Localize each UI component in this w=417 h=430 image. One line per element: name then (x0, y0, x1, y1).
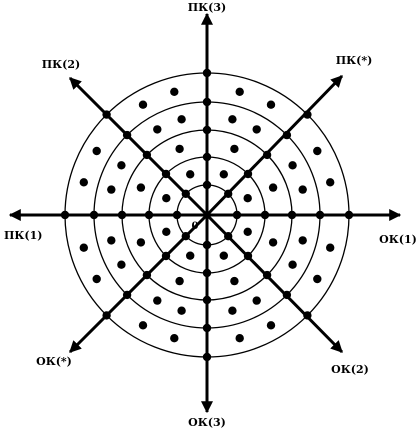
scatter-dot (162, 227, 171, 236)
scatter-dot (313, 146, 322, 156)
axis-dot (181, 189, 190, 198)
scatter-dot (326, 243, 335, 252)
scatter-dot (228, 306, 237, 315)
axis-dot (344, 210, 354, 220)
scatter-dot (177, 306, 186, 315)
axis-dot (117, 210, 127, 220)
scatter-dot (298, 236, 307, 245)
axis-dot (202, 97, 212, 107)
scatter-dot (298, 185, 307, 194)
label-left: ПК(1) (4, 229, 42, 242)
label-right: ОК(1) (379, 233, 417, 246)
scatter-dot (79, 243, 89, 252)
scatter-dot (136, 238, 146, 247)
label-down: ОК(3) (188, 416, 226, 429)
scatter-dot (92, 274, 101, 284)
scatter-dot (228, 115, 237, 124)
scatter-dot (230, 276, 239, 286)
label-up: ПК(3) (188, 1, 226, 14)
scatter-dot (252, 125, 261, 134)
scatter-dot (170, 334, 179, 343)
axis-dot (262, 270, 272, 280)
scatter-dot (175, 276, 184, 286)
scatter-dot (117, 161, 126, 170)
axis-dot (315, 210, 325, 220)
axis-dot (202, 295, 212, 305)
axis-dot (142, 150, 152, 160)
scatter-dot (235, 334, 244, 343)
scatter-dot (138, 321, 148, 330)
axis-dot (224, 232, 233, 241)
axis-dot (202, 323, 212, 333)
origin-label: 0 (192, 221, 199, 232)
axis-dot (202, 152, 212, 162)
scatter-dot (153, 296, 162, 305)
label-down-right: ОК(2) (331, 363, 369, 376)
scatter-dot (326, 178, 335, 187)
scatter-dot (186, 170, 195, 179)
axis-dot (102, 110, 111, 119)
scatter-dot (136, 183, 146, 192)
axis-dot (181, 232, 190, 241)
axis-dot (161, 169, 171, 179)
scatter-dot (107, 236, 116, 245)
scatter-dot (243, 194, 252, 203)
scatter-dot (313, 274, 322, 284)
label-up-left: ПК(2) (42, 58, 80, 71)
scatter-dot (268, 183, 278, 192)
scatter-dot (170, 87, 179, 97)
scatter-dot (107, 185, 116, 194)
scatter-dot (235, 87, 244, 97)
axis-dot (89, 210, 99, 220)
scatter-dot (266, 100, 276, 109)
dots (60, 68, 354, 362)
axis-dot (202, 180, 212, 190)
scatter-dot (138, 100, 148, 109)
axis-dot (202, 268, 212, 278)
axis-dot (282, 130, 292, 140)
axis-dot (172, 210, 182, 220)
scatter-dot (268, 238, 278, 247)
scatter-dot (92, 146, 101, 156)
axis-dot (202, 68, 212, 78)
axis-dot (260, 210, 270, 220)
axis-dot (243, 251, 253, 261)
axis-dot (303, 110, 312, 119)
scatter-dot (288, 260, 297, 269)
axis-dot (122, 290, 132, 300)
scatter-dot (162, 194, 171, 203)
axis-dot (224, 189, 233, 198)
axis-dot (232, 210, 242, 220)
scatter-dot (230, 144, 239, 154)
axis-dot (202, 125, 212, 135)
axis-dot (262, 150, 272, 160)
axis-dot (202, 240, 212, 250)
scatter-dot (219, 170, 228, 179)
axis-dot (202, 352, 212, 362)
scatter-dot (219, 251, 228, 260)
scatter-dot (252, 296, 261, 305)
axis-dot (122, 130, 132, 140)
axis-dot (142, 270, 152, 280)
scatter-dot (266, 321, 276, 330)
label-down-left: ОК(*) (36, 355, 72, 368)
axis-dot (144, 210, 154, 220)
scatter-dot (175, 144, 184, 154)
axis-dot (102, 311, 111, 320)
scatter-dot (288, 161, 297, 170)
scatter-dot (117, 260, 126, 269)
scatter-dot (243, 227, 252, 236)
scatter-dot (153, 125, 162, 134)
axis-dot (287, 210, 297, 220)
scatter-dot (177, 115, 186, 124)
scatter-dot (79, 178, 89, 187)
axis-dot (60, 210, 70, 220)
axis-dot (243, 169, 253, 179)
axis-dot (303, 311, 312, 320)
scatter-dot (186, 251, 195, 260)
label-up-right: ПК(*) (336, 54, 373, 67)
axis-dot (282, 290, 292, 300)
axis-dot (161, 251, 171, 261)
